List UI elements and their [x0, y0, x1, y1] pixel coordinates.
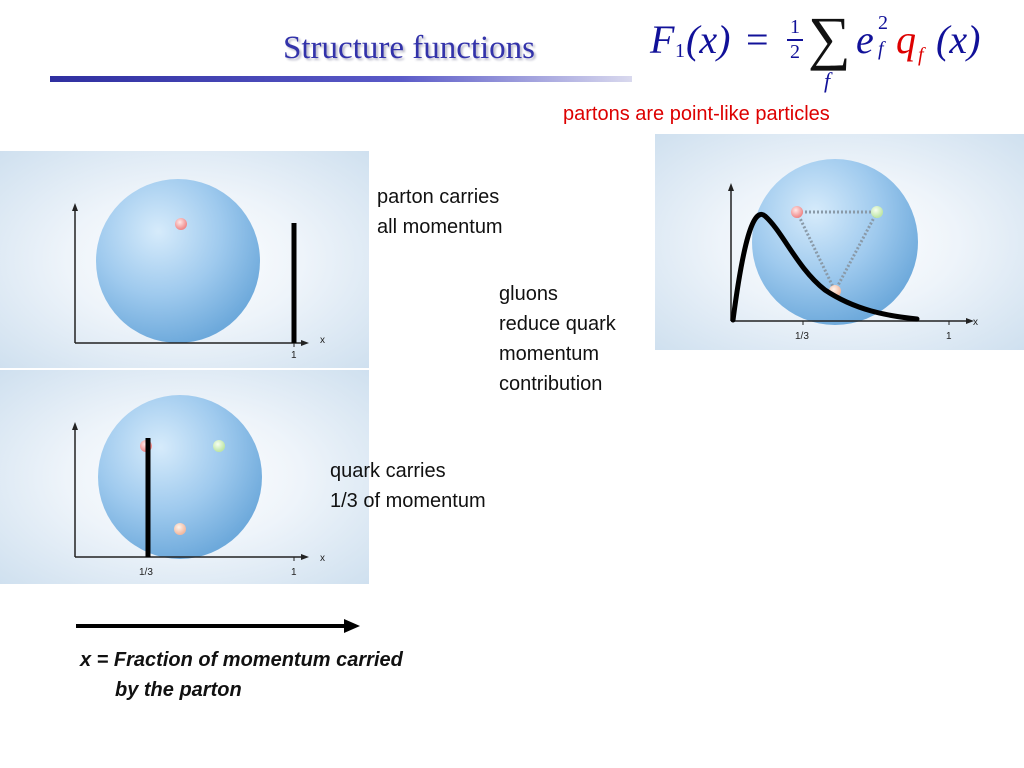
formula-rhs-arg: (x) [936, 17, 981, 62]
caption-line: momentum [499, 343, 600, 365]
panel-all-momentum-graphic: x 1 [72, 179, 325, 361]
caption-line: reduce quark [499, 313, 616, 335]
x-axis-label: x [320, 335, 325, 346]
proton-sphere [752, 159, 918, 325]
proton-sphere [98, 395, 262, 559]
slide-title: Structure functions [283, 30, 536, 66]
quark-dot-blue [174, 523, 186, 535]
caption-all-momentum: parton carries all momentum [377, 182, 503, 242]
tick-third-label: 1/3 [139, 567, 153, 578]
caption-line: all momentum [377, 216, 503, 238]
panel-third-momentum-graphic: x 1/3 1 [72, 395, 325, 578]
parton-dot [175, 218, 187, 230]
formula-equals: = [746, 17, 769, 62]
structure-function-formula: F 1 (x) = 1 2 ∑ f e 2 f q f (x) [648, 5, 998, 100]
gluon-line-right [833, 211, 879, 292]
quark-dot-green [871, 206, 883, 218]
quark-dot-green [213, 440, 225, 452]
y-axis-arrow [728, 183, 734, 191]
momentum-arrow [76, 619, 360, 633]
caption-line: parton carries [377, 186, 500, 208]
y-axis-arrow [72, 422, 78, 430]
formula-lhs-symbol: F [650, 17, 675, 62]
formula-half-numerator: 1 [790, 16, 800, 38]
momentum-arrow-head [344, 619, 360, 633]
tick-one-label: 1 [291, 567, 297, 578]
formula-dist-sub: f [918, 44, 924, 66]
title-underline [50, 76, 632, 82]
tick-one-label: 1 [946, 331, 952, 342]
point-like-note: partons are point-like particles [563, 103, 830, 125]
quark-dot-red [791, 206, 803, 218]
tick-third-label: 1/3 [795, 331, 809, 342]
formula-fraction-bar [787, 39, 803, 41]
formula-charge-sub: f [878, 38, 884, 60]
formula-dist-symbol: q [896, 17, 916, 62]
x-axis-arrow [301, 554, 309, 560]
formula-charge-symbol: e [856, 17, 874, 62]
formula-lhs-arg: (x) [686, 17, 731, 62]
panel-all-momentum: x 1 [0, 151, 369, 368]
x-definition-line1: x = Fraction of momentum carried [80, 649, 403, 671]
x-axis-label: x [320, 553, 325, 564]
caption-line: gluons [499, 283, 558, 305]
y-axis-arrow [72, 203, 78, 211]
x-axis-arrow [966, 318, 974, 324]
x-definition: x = Fraction of momentum carried by the … [80, 645, 403, 705]
formula-half-denominator: 2 [790, 41, 800, 63]
formula-lhs-subscript: 1 [675, 40, 685, 62]
formula-charge-sup: 2 [878, 12, 888, 34]
formula-sum-symbol: ∑ [808, 5, 851, 71]
tick-one-label: 1 [291, 350, 297, 361]
caption-line: contribution [499, 373, 603, 395]
x-axis-arrow [301, 340, 309, 346]
caption-gluons: gluons reduce quark momentum contributio… [499, 279, 616, 399]
x-definition-line2: by the parton [115, 679, 242, 701]
proton-sphere [96, 179, 260, 343]
caption-line: quark carries [330, 460, 446, 482]
caption-third-momentum: quark carries 1/3 of momentum [330, 456, 486, 516]
x-axis-label: x [973, 317, 978, 328]
momentum-distribution-curve [730, 212, 920, 323]
panel-third-momentum: x 1/3 1 [0, 370, 369, 584]
gluon-line-left [795, 211, 837, 292]
panel-gluons-graphic: x 1/3 1 [728, 159, 978, 342]
caption-line: 1/3 of momentum [330, 490, 486, 512]
formula-sum-index: f [824, 68, 831, 93]
panel-gluons: x 1/3 1 [655, 134, 1024, 350]
